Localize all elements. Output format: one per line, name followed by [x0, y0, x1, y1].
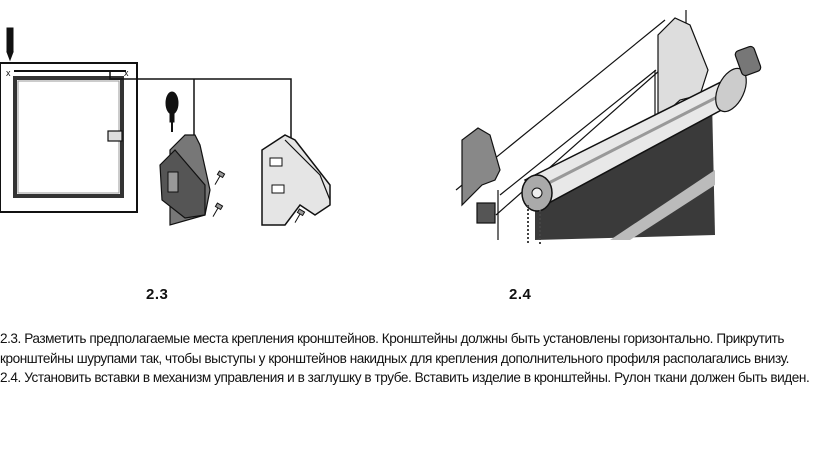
chain-icon: [527, 205, 541, 245]
end-cap-icon: [476, 45, 762, 224]
bracket-icon: [261, 134, 331, 226]
figure-2-3: x x: [0, 27, 331, 226]
figure-2-4: [455, 10, 762, 245]
pencil-icon: [6, 27, 14, 62]
instructions: 2.3. Разметить предполагаемые места креп…: [0, 329, 825, 388]
bracket-icon: [159, 134, 211, 226]
installation-diagrams: x x: [0, 10, 762, 245]
screw-icon: [212, 170, 306, 223]
figure-caption-2-4: 2.4: [509, 286, 532, 303]
roller-tube-icon: [521, 67, 747, 212]
instruction-2-4: 2.4. Установить вставки в механизм управ…: [0, 370, 810, 386]
figure-caption-2-3: 2.3: [146, 286, 169, 303]
svg-text:x: x: [6, 68, 11, 78]
screwdriver-icon: [165, 91, 179, 132]
instruction-2-3: 2.3. Разметить предполагаемые места креп…: [0, 331, 789, 366]
window-frame: x x: [0, 62, 138, 213]
svg-text:x: x: [124, 68, 129, 78]
